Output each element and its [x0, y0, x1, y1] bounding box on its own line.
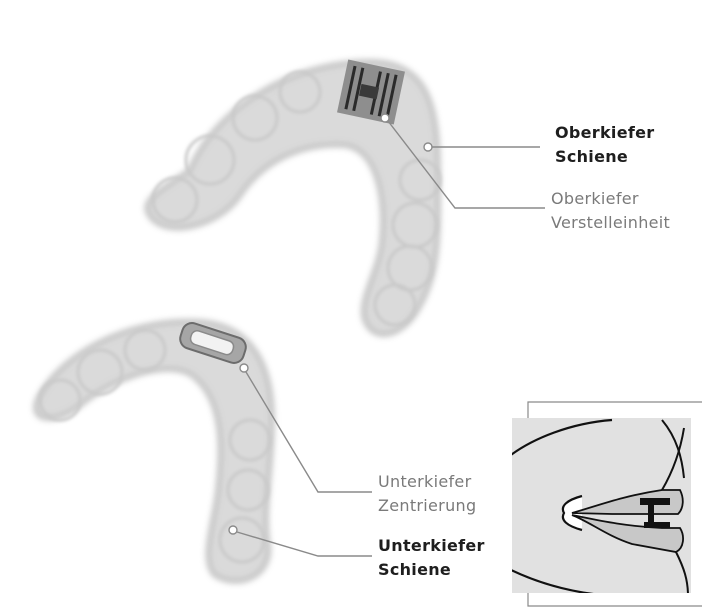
upper-splint-label-line2: Schiene	[555, 145, 654, 169]
lower-centering-label: Unterkiefer Zentrierung	[378, 470, 476, 518]
upper-splint-label: Oberkiefer Schiene	[555, 121, 654, 169]
lower-splint-label: Unterkiefer Schiene	[378, 534, 485, 582]
lower-centering-label-line2: Zentrierung	[378, 494, 476, 518]
lower-jaw-splint	[36, 320, 272, 580]
lower-splint-label-line1: Unterkiefer	[378, 534, 485, 558]
mouth-profile-drawing	[512, 418, 691, 593]
upper-adjuster-label-line1: Oberkiefer	[551, 187, 670, 211]
upper-jaw-splint	[147, 60, 440, 335]
lower-splint-label-line2: Schiene	[378, 558, 485, 582]
upper-splint-label-line1: Oberkiefer	[555, 121, 654, 145]
lower-centering-label-line1: Unterkiefer	[378, 470, 476, 494]
mouth-cross-section-inset	[512, 418, 691, 593]
upper-adjuster-label-line2: Verstelleinheit	[551, 211, 670, 235]
upper-adjuster-label: Oberkiefer Verstelleinheit	[551, 187, 670, 235]
